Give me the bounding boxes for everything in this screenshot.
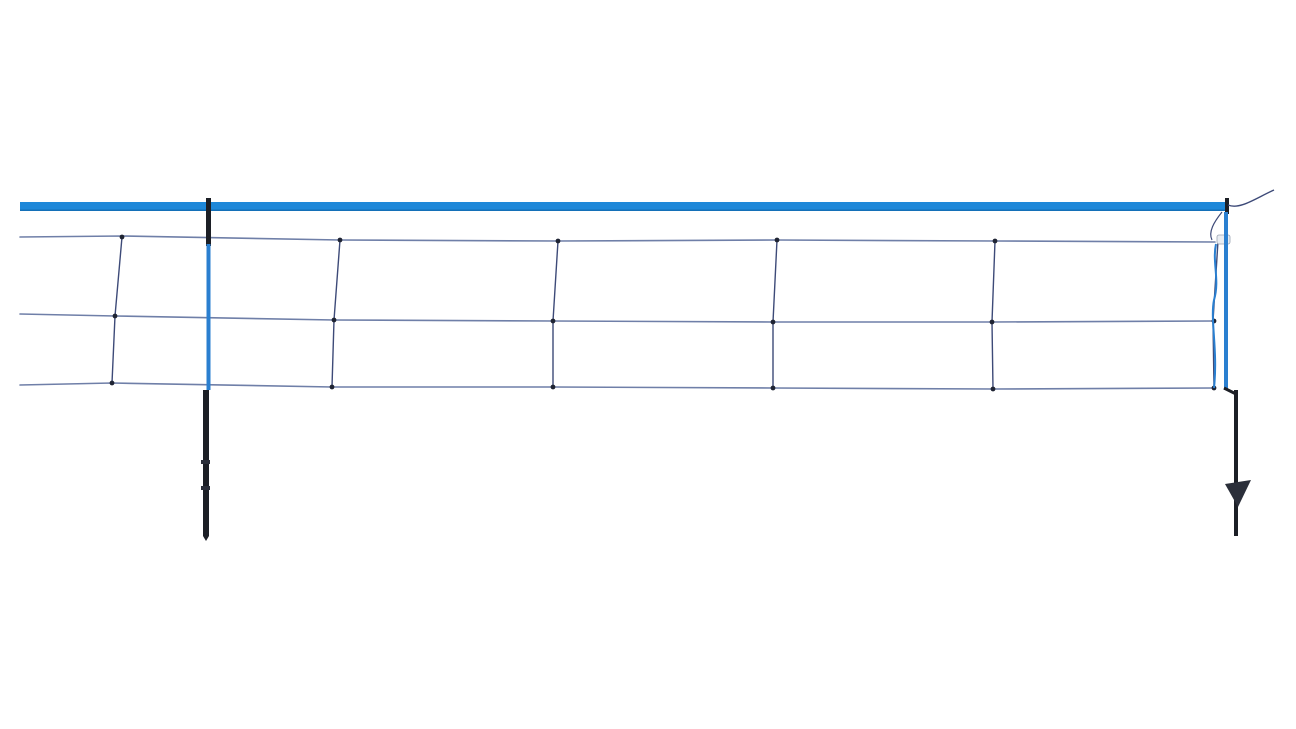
right-post-upper-shaft [1224,212,1228,390]
right-post [1210,189,1275,536]
knot [992,238,998,244]
knot [112,313,118,319]
knot [337,237,343,243]
left-post-spike [203,536,209,541]
right-post-step-foot [1225,480,1251,507]
left-post-top-cap [206,198,211,246]
left-post [201,198,211,541]
knot [109,380,115,386]
knot [550,384,556,390]
left-post-clip [201,460,210,464]
right-post-wire-tail [1227,189,1275,207]
left-post-clip [201,486,210,490]
knot [770,385,776,391]
right-post-twisted-wire [1211,243,1218,389]
left-post-blue-shaft [206,244,211,390]
top-tape-band [20,202,1228,211]
knot [770,319,776,325]
knot [555,238,561,244]
right-post-insulator [1216,234,1231,245]
knot [990,386,996,392]
knot [774,237,780,243]
top-tape-edge [20,209,1228,211]
right-post-lower-shaft [1234,390,1238,536]
knot [329,384,335,390]
knots [109,234,1217,392]
knot [550,318,556,324]
knot [119,234,125,240]
top-tape [20,202,1228,211]
knot [331,317,337,323]
right-post-wire-loop [1210,211,1223,241]
right-post-top [1225,198,1229,214]
right-post-transition [1223,386,1237,396]
knot [989,319,995,325]
